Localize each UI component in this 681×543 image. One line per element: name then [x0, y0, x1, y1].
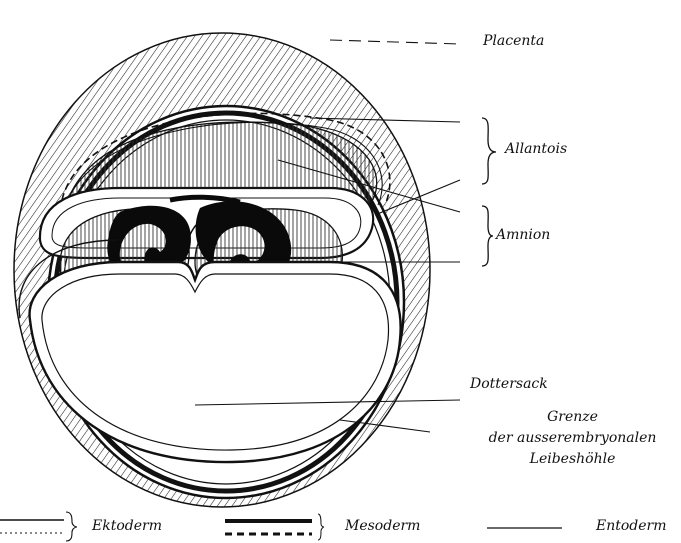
- label-grenze-line2: der ausserembryonalen: [465, 428, 680, 449]
- label-braces: [482, 118, 496, 266]
- legend-entoderm-label: Entoderm: [596, 518, 667, 534]
- label-grenze-line3: Leibeshöhle: [465, 449, 680, 470]
- label-placenta: Placenta: [483, 33, 544, 49]
- legend-ektoderm-label: Ektoderm: [92, 518, 162, 534]
- label-amnion: Amnion: [496, 227, 550, 243]
- label-grenze-block: Grenze der ausserembryonalen Leibeshöhle: [465, 407, 680, 470]
- legend-symbols: [0, 512, 562, 541]
- legend-mesoderm-label: Mesoderm: [345, 518, 420, 534]
- label-allantois: Allantois: [505, 141, 567, 157]
- label-grenze-line1: Grenze: [465, 407, 680, 428]
- label-dottersack: Dottersack: [470, 376, 548, 392]
- mesoderm-brace: [318, 514, 324, 540]
- ektoderm-brace: [66, 512, 77, 541]
